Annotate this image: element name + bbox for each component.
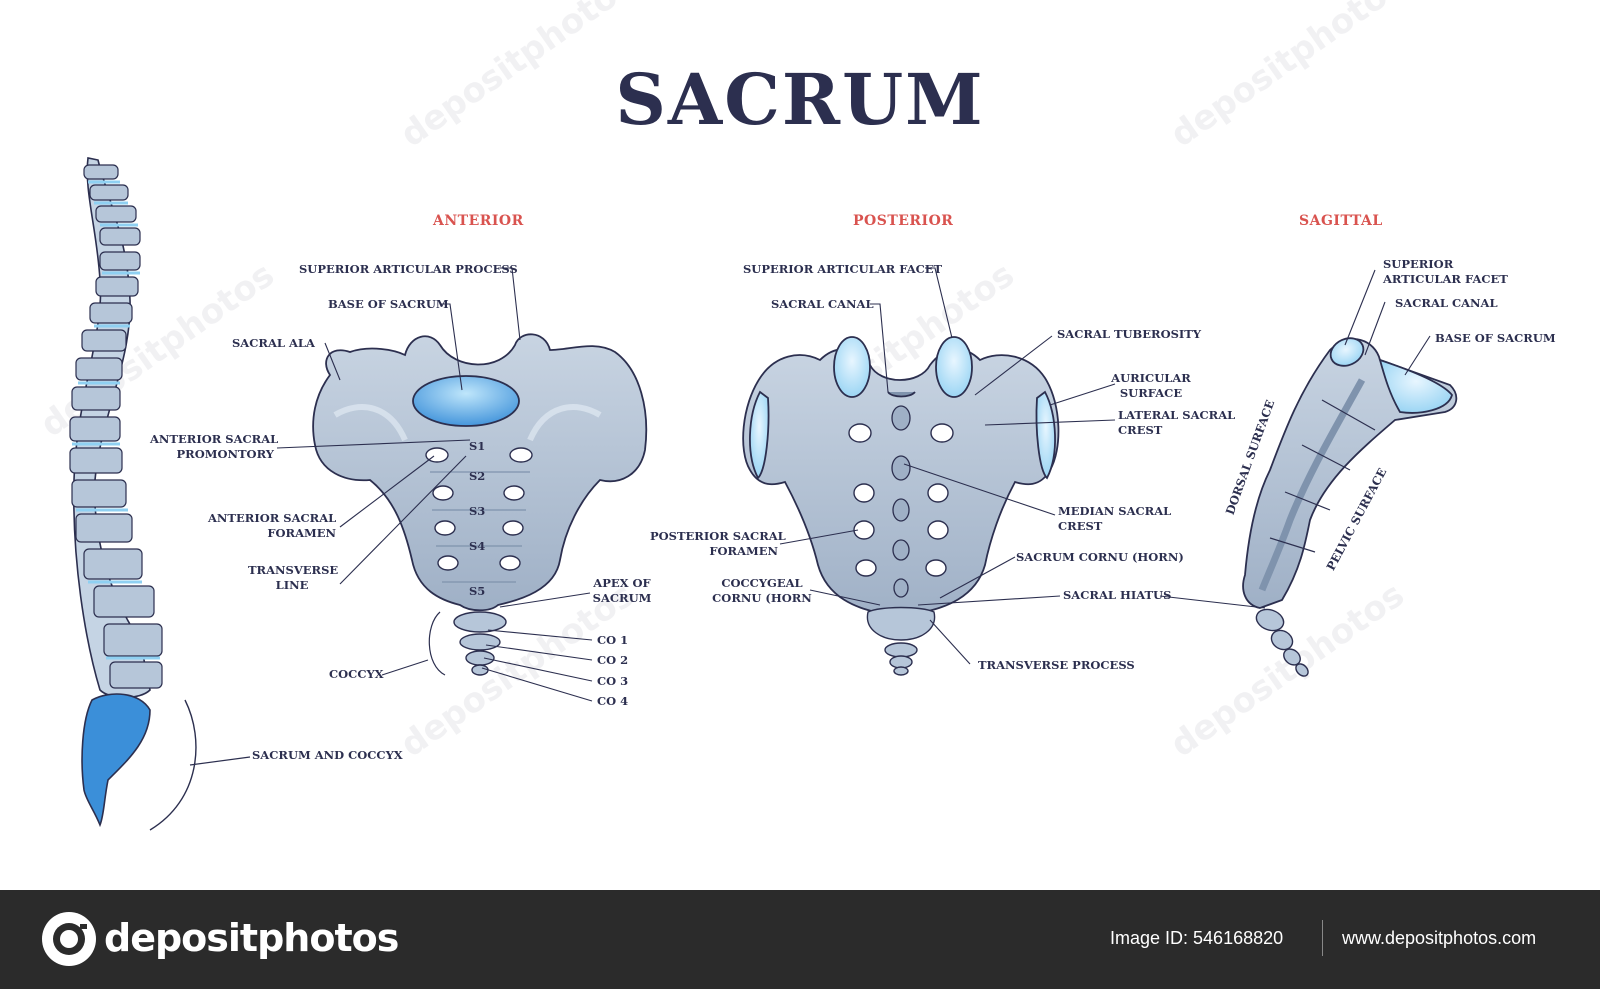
- sagittal-coccyx: [1255, 608, 1309, 677]
- posterior-leader-lines: [779, 267, 1266, 665]
- footer-url-link[interactable]: www.depositphotos.com: [1342, 928, 1537, 948]
- label-co1: CO 1: [597, 633, 629, 647]
- label-anterior-sacral-promontory: ANTERIOR SACRAL PROMONTORY: [150, 432, 279, 462]
- label-superior-articular-facet: SUPERIOR ARTICULAR FACET: [743, 262, 943, 276]
- label-line: APEX OF: [593, 576, 651, 590]
- label-line: ANTERIOR SACRAL: [208, 511, 337, 525]
- label-co3: CO 3: [597, 674, 629, 688]
- label-s3: S3: [469, 504, 486, 518]
- auricular-surface-right: [1035, 390, 1056, 480]
- sagittal-sacrum: [1242, 337, 1458, 677]
- label-superior-articular-process: SUPERIOR ARTICULAR PROCESS: [299, 262, 518, 276]
- label-s5: S5: [469, 584, 486, 598]
- footer-image-id: Image ID: 546168820: [1110, 928, 1284, 948]
- label-posterior-sacral-foramen: POSTERIOR SACRAL FORAMEN: [650, 529, 786, 559]
- label-line: AURICULAR: [1111, 371, 1191, 385]
- label-sagittal-superior-articular-facet: SUPERIOR ARTICULAR FACET: [1383, 257, 1508, 287]
- label-auricular-surface: AURICULAR SURFACE: [1110, 371, 1192, 401]
- label-sacrum-cornu: SACRUM CORNU (HORN): [1016, 550, 1184, 564]
- label-sacral-ala: SACRAL ALA: [232, 336, 315, 350]
- label-sacrum-and-coccyx: SACRUM AND COCCYX: [252, 748, 403, 762]
- label-line: TRANSVERSE: [248, 563, 339, 577]
- label-line: CREST: [1118, 423, 1163, 437]
- footer-brand[interactable]: depositphotos: [104, 916, 399, 960]
- label-lateral-sacral-crest: LATERAL SACRAL CREST: [1118, 408, 1235, 438]
- label-transverse-process: TRANSVERSE PROCESS: [978, 658, 1135, 672]
- anterior-coccyx: [453, 611, 507, 676]
- label-sagittal-base-of-sacrum: BASE OF SACRUM: [1435, 331, 1556, 345]
- depositphotos-logo-icon: [42, 912, 96, 966]
- label-base-of-sacrum: BASE OF SACRUM: [328, 297, 449, 311]
- sagittal-articular-facet: [1329, 337, 1365, 367]
- label-line: FORAMEN: [709, 544, 778, 558]
- spine-column: [69, 157, 197, 831]
- label-line: PROMONTORY: [176, 447, 274, 461]
- footer-divider: [1322, 920, 1323, 956]
- label-sagittal-sacral-canal: SACRAL CANAL: [1395, 296, 1498, 310]
- label-apex-of-sacrum: APEX OF SACRUM: [592, 576, 652, 606]
- label-s2: S2: [469, 469, 486, 483]
- label-line: CORNU (HORN: [712, 591, 812, 605]
- label-line: COCCYGEAL: [721, 576, 803, 590]
- auricular-surface-left: [749, 390, 770, 480]
- label-line: LINE: [275, 578, 309, 592]
- label-transverse-line: TRANSVERSE LINE: [248, 563, 339, 593]
- label-line: FORAMEN: [267, 526, 336, 540]
- view-title-sagittal: SAGITTAL: [1299, 213, 1383, 229]
- label-co4: CO 4: [597, 694, 629, 708]
- label-s1: S1: [469, 439, 486, 453]
- label-line: CREST: [1058, 519, 1103, 533]
- label-anterior-sacral-foramen: ANTERIOR SACRAL FORAMEN: [208, 511, 336, 541]
- base-of-sacrum-surface: [412, 375, 520, 427]
- view-title-anterior: ANTERIOR: [433, 213, 524, 229]
- label-sacral-canal: SACRAL CANAL: [771, 297, 874, 311]
- label-co2: CO 2: [597, 653, 629, 667]
- label-median-sacral-crest: MEDIAN SACRAL CREST: [1058, 504, 1171, 534]
- posterior-coccyx: [866, 606, 936, 676]
- label-line: ANTERIOR SACRAL: [150, 432, 279, 446]
- label-coccyx: COCCYX: [329, 667, 384, 681]
- footer-bar: depositphotos Image ID: 546168820 www.de…: [0, 890, 1600, 989]
- label-sacral-hiatus: SACRAL HIATUS: [1063, 588, 1172, 602]
- anterior-leader-lines: [276, 267, 593, 702]
- median-sacral-crest: [891, 405, 911, 598]
- label-line: LATERAL SACRAL: [1118, 408, 1236, 422]
- anatomy-illustration: [69, 157, 1458, 831]
- label-line: SUPERIOR: [1383, 257, 1454, 271]
- page-title: SACRUM: [615, 58, 985, 141]
- label-sacral-tuberosity: SACRAL TUBEROSITY: [1057, 327, 1202, 341]
- label-line: SACRUM: [592, 591, 652, 605]
- label-s4: S4: [469, 539, 486, 553]
- label-line: SURFACE: [1119, 386, 1183, 400]
- superior-articular-facet-right: [935, 336, 973, 398]
- diagram-stage: depositphotos depositphotos depositphoto…: [33, 0, 1556, 831]
- label-line: MEDIAN SACRAL: [1058, 504, 1172, 518]
- sagittal-base: [1378, 358, 1453, 414]
- sacrum-coccyx-highlight: [81, 693, 151, 828]
- label-coccygeal-cornu: COCCYGEAL CORNU (HORN: [712, 576, 812, 606]
- label-line: POSTERIOR SACRAL: [650, 529, 786, 543]
- superior-articular-facet-left: [833, 336, 871, 398]
- posterior-sacrum: [742, 336, 1060, 676]
- view-title-posterior: POSTERIOR: [853, 213, 954, 229]
- label-line: ARTICULAR FACET: [1383, 272, 1508, 286]
- sagittal-leader-lines: [1344, 269, 1431, 376]
- anterior-sacrum: [312, 333, 648, 676]
